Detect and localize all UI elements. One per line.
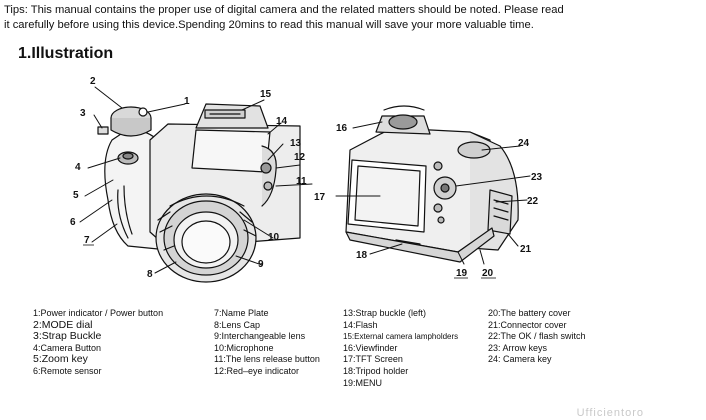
callout-4: 4 [75, 162, 81, 173]
legend-item: 24: Camera key [488, 354, 552, 365]
callout-19: 19 [456, 268, 468, 279]
legend-item: 1:Power indicator / Power button [33, 308, 164, 318]
callout-23: 23 [531, 172, 543, 183]
legend-item: 3:Strap Buckle [33, 330, 102, 343]
legend-item: 2:MODE dial [33, 318, 93, 331]
callout-11: 11 [296, 176, 307, 187]
section-heading: 1.Illustration [18, 45, 114, 62]
callout-5: 5 [73, 190, 79, 201]
legend-item: 9:Interchangeable lens [214, 331, 306, 342]
legend-column-1: 1:Power indicator / Power button 2:MODE … [33, 308, 163, 378]
callout-20: 20 [482, 268, 494, 279]
callout-24: 24 [518, 138, 530, 149]
legend-item: 20:The battery cover [488, 308, 571, 318]
camera-front-drawing [97, 103, 301, 283]
camera-rear-drawing [345, 105, 519, 263]
legend-column-3: 13:Strap buckle (left) 14:Flash 15:Exter… [343, 308, 458, 389]
callout-6: 6 [70, 217, 76, 228]
legend-item: 6:Remote sensor [33, 365, 102, 376]
callout-22: 22 [527, 196, 539, 207]
callout-2: 2 [90, 76, 96, 87]
leader-lines-rear [335, 121, 531, 265]
legend-item: 16:Viewfinder [343, 342, 398, 353]
legend-item: 12:Red–eye indicator [214, 365, 300, 376]
legend-item: 13:Strap buckle (left) [343, 308, 427, 318]
callout-16: 16 [336, 123, 348, 134]
tips-paragraph: Tips: This manual contains the proper us… [4, 3, 704, 33]
legend-item: 4:Camera Button [33, 342, 102, 353]
leader-lines-front [79, 86, 313, 274]
legend-item: 17:TFT Screen [343, 354, 403, 365]
callout-14: 14 [276, 116, 288, 127]
callout-9: 9 [258, 259, 264, 270]
legend-item: 23: Arrow keys [488, 342, 548, 353]
callout-21: 21 [520, 244, 532, 255]
callout-12: 12 [294, 152, 306, 163]
watermark: Ufficientoro [576, 407, 644, 419]
callout-17: 17 [314, 192, 326, 203]
legend-column-4: 20:The battery cover 21:Connector cover … [488, 308, 586, 366]
legend-item: 18:Tripod holder [343, 365, 409, 376]
tips-line-1: Tips: This manual contains the proper us… [4, 4, 564, 16]
legend-item: 22:The OK / flash switch [488, 331, 586, 342]
callout-13: 13 [290, 138, 302, 149]
camera-illustration: 2 1 3 4 5 6 7 8 9 10 11 12 13 14 15 16 1… [70, 76, 543, 283]
legend-item: 8:Lens Cap [214, 319, 261, 330]
callout-18: 18 [356, 250, 368, 261]
callout-1: 1 [184, 96, 190, 107]
legend-item: 14:Flash [343, 319, 378, 330]
legend-column-2: 7:Name Plate 8:Lens Cap 9:Interchangeabl… [214, 308, 320, 378]
legend-item: 11:The lens release button [214, 354, 320, 365]
callout-3: 3 [80, 108, 86, 119]
callout-7: 7 [84, 235, 90, 246]
tips-line-2: it carefully before using this device.Sp… [4, 19, 534, 31]
legend-item: 10:Microphone [214, 342, 274, 353]
legend-item: 21:Connector cover [488, 319, 567, 330]
legend-item: 7:Name Plate [214, 308, 269, 318]
legend-item: 19:MENU [343, 377, 383, 388]
legend-item: 15:External camera lampholders [343, 332, 459, 342]
legend-item: 5:Zoom key [33, 353, 88, 366]
callout-10: 10 [268, 232, 280, 243]
callout-15: 15 [260, 89, 272, 100]
callout-8: 8 [147, 269, 153, 280]
